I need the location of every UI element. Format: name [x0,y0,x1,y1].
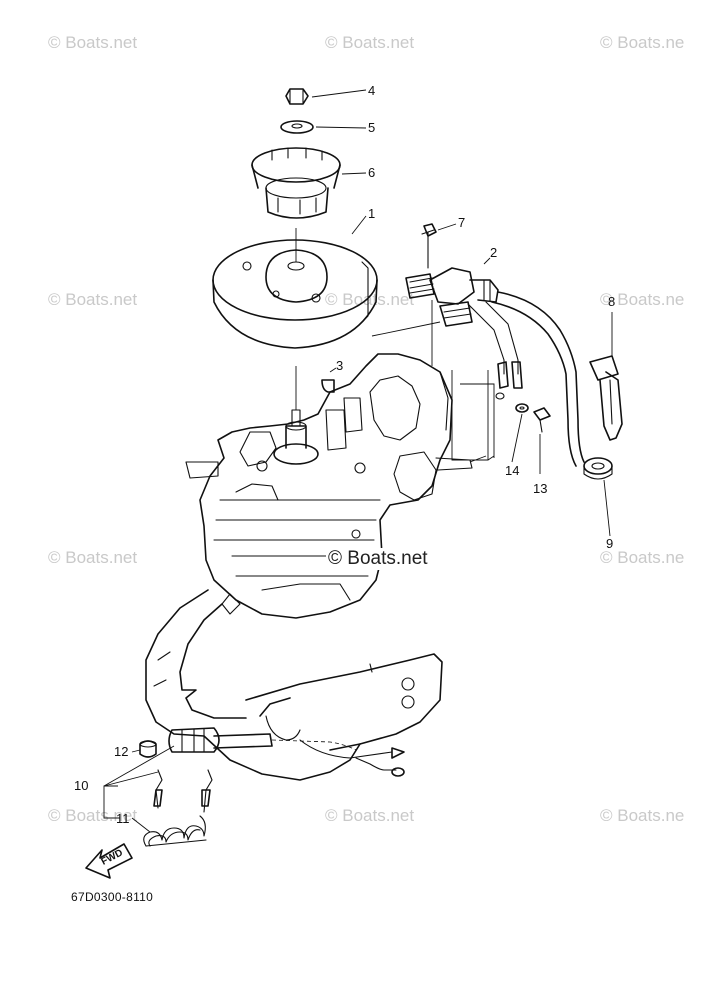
watermark: © Boats.net [325,290,415,309]
part-key [321,379,335,393]
callout-6: 6 [368,165,376,180]
part-plug-cap [589,355,623,441]
callout-1: 1 [368,206,376,221]
center-watermark: © Boats.net [326,548,430,570]
callout-3: 3 [336,358,344,373]
callout-12: 12 [114,744,129,759]
callout-11: 11 [116,811,130,826]
callout-2: 2 [490,245,498,260]
part-stop-switch [168,727,405,777]
watermark: © Boats.net [48,290,138,309]
callout-4: 4 [368,83,376,98]
part-grommet [583,457,613,480]
watermark: © Boats.ne [600,548,685,567]
part-nut [285,88,309,105]
callout-10: 10 [74,778,89,793]
part-washer [280,120,314,134]
part-engine-block [185,353,473,619]
part-flywheel [212,239,378,349]
watermark: © Boats.net [48,806,138,825]
watermark: © Boats.net [325,33,415,52]
watermark: © Boats.net [48,548,138,567]
part-washer-14 [495,392,529,413]
callout-9: 9 [606,536,614,551]
part-ignition-coil [371,223,585,467]
watermark: © Boats.ne [600,806,685,825]
part-switch-cap [139,740,157,758]
fwd-arrow-icon [85,843,133,879]
watermark: © Boats.net [48,33,138,52]
watermark: © Boats.net [325,806,415,825]
part-lanyard [143,769,213,847]
diagram-code: 67D0300-8110 [71,890,154,904]
watermark: © Boats.ne [600,290,685,309]
callout-5: 5 [368,120,376,135]
part-bolt-13 [533,407,551,433]
callout-14: 14 [505,463,520,478]
callout-8: 8 [608,294,616,309]
callout-13: 13 [533,481,548,496]
callout-7: 7 [458,215,466,230]
leader-lines [103,89,613,833]
part-starter-pulley [251,147,341,219]
watermark: © Boats.ne [600,33,685,52]
